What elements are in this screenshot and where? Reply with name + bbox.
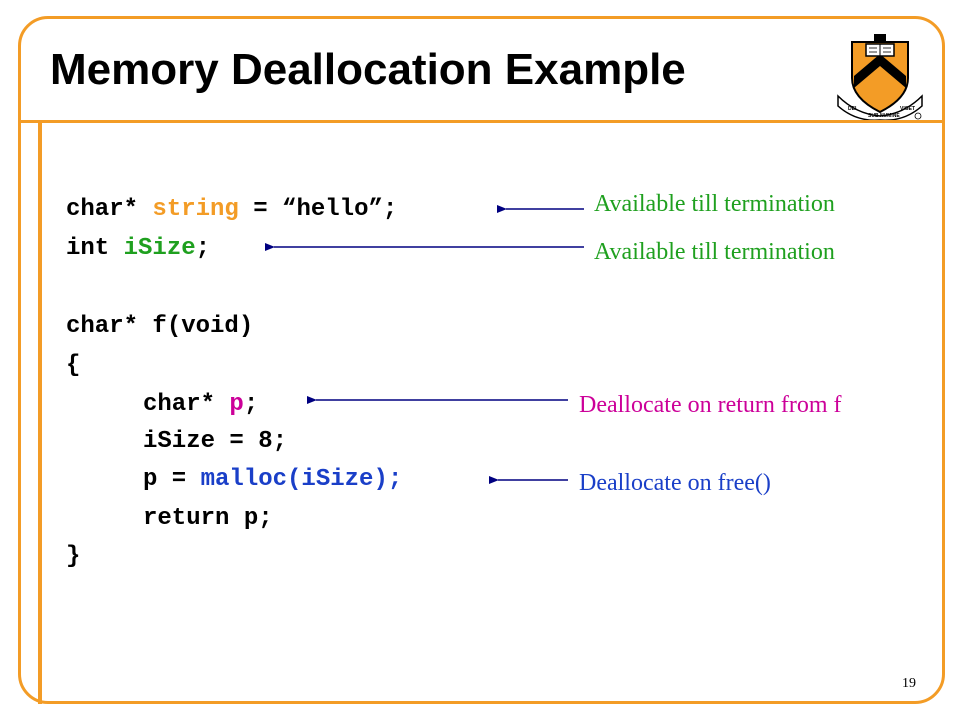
code-line-malloc: p = malloc(iSize);	[143, 466, 403, 493]
code-line-return: return p;	[143, 505, 273, 532]
string-lifetime-note: Available till termination	[594, 191, 835, 217]
code-line-string-decl: char* string = “hello”;	[66, 196, 398, 223]
p-variable: p	[229, 391, 244, 418]
malloc-call: malloc(iSize);	[200, 466, 403, 493]
slide-title: Memory Deallocation Example	[50, 45, 686, 94]
code-line-isize-decl: int iSize;	[66, 235, 211, 262]
crest-ribbon-right: VIGET	[900, 106, 915, 112]
p-lifetime-note: Deallocate on return from f	[579, 392, 842, 418]
crest-ribbon-center: SUB NUMINE	[868, 113, 900, 119]
code-line-p-decl: char* p;	[143, 391, 259, 418]
crest-ribbon-left: DEI	[848, 106, 857, 112]
code-line-open-brace: {	[66, 352, 81, 379]
code-line-isize-assign: iSize = 8;	[143, 428, 288, 455]
title-divider	[19, 120, 945, 123]
princeton-shield-crest-icon: DEI SUB NUMINE VIGET	[837, 34, 923, 120]
code-line-close-brace: }	[66, 543, 81, 570]
left-accent-bar	[38, 120, 42, 704]
code-line-function-header: char* f(void)	[66, 313, 254, 340]
slide-frame	[18, 16, 945, 704]
page-number: 19	[902, 676, 916, 691]
malloc-lifetime-note: Deallocate on free()	[579, 470, 771, 496]
string-variable: string	[152, 196, 239, 223]
isize-lifetime-note: Available till termination	[594, 239, 835, 265]
isize-variable: iSize	[123, 235, 196, 262]
